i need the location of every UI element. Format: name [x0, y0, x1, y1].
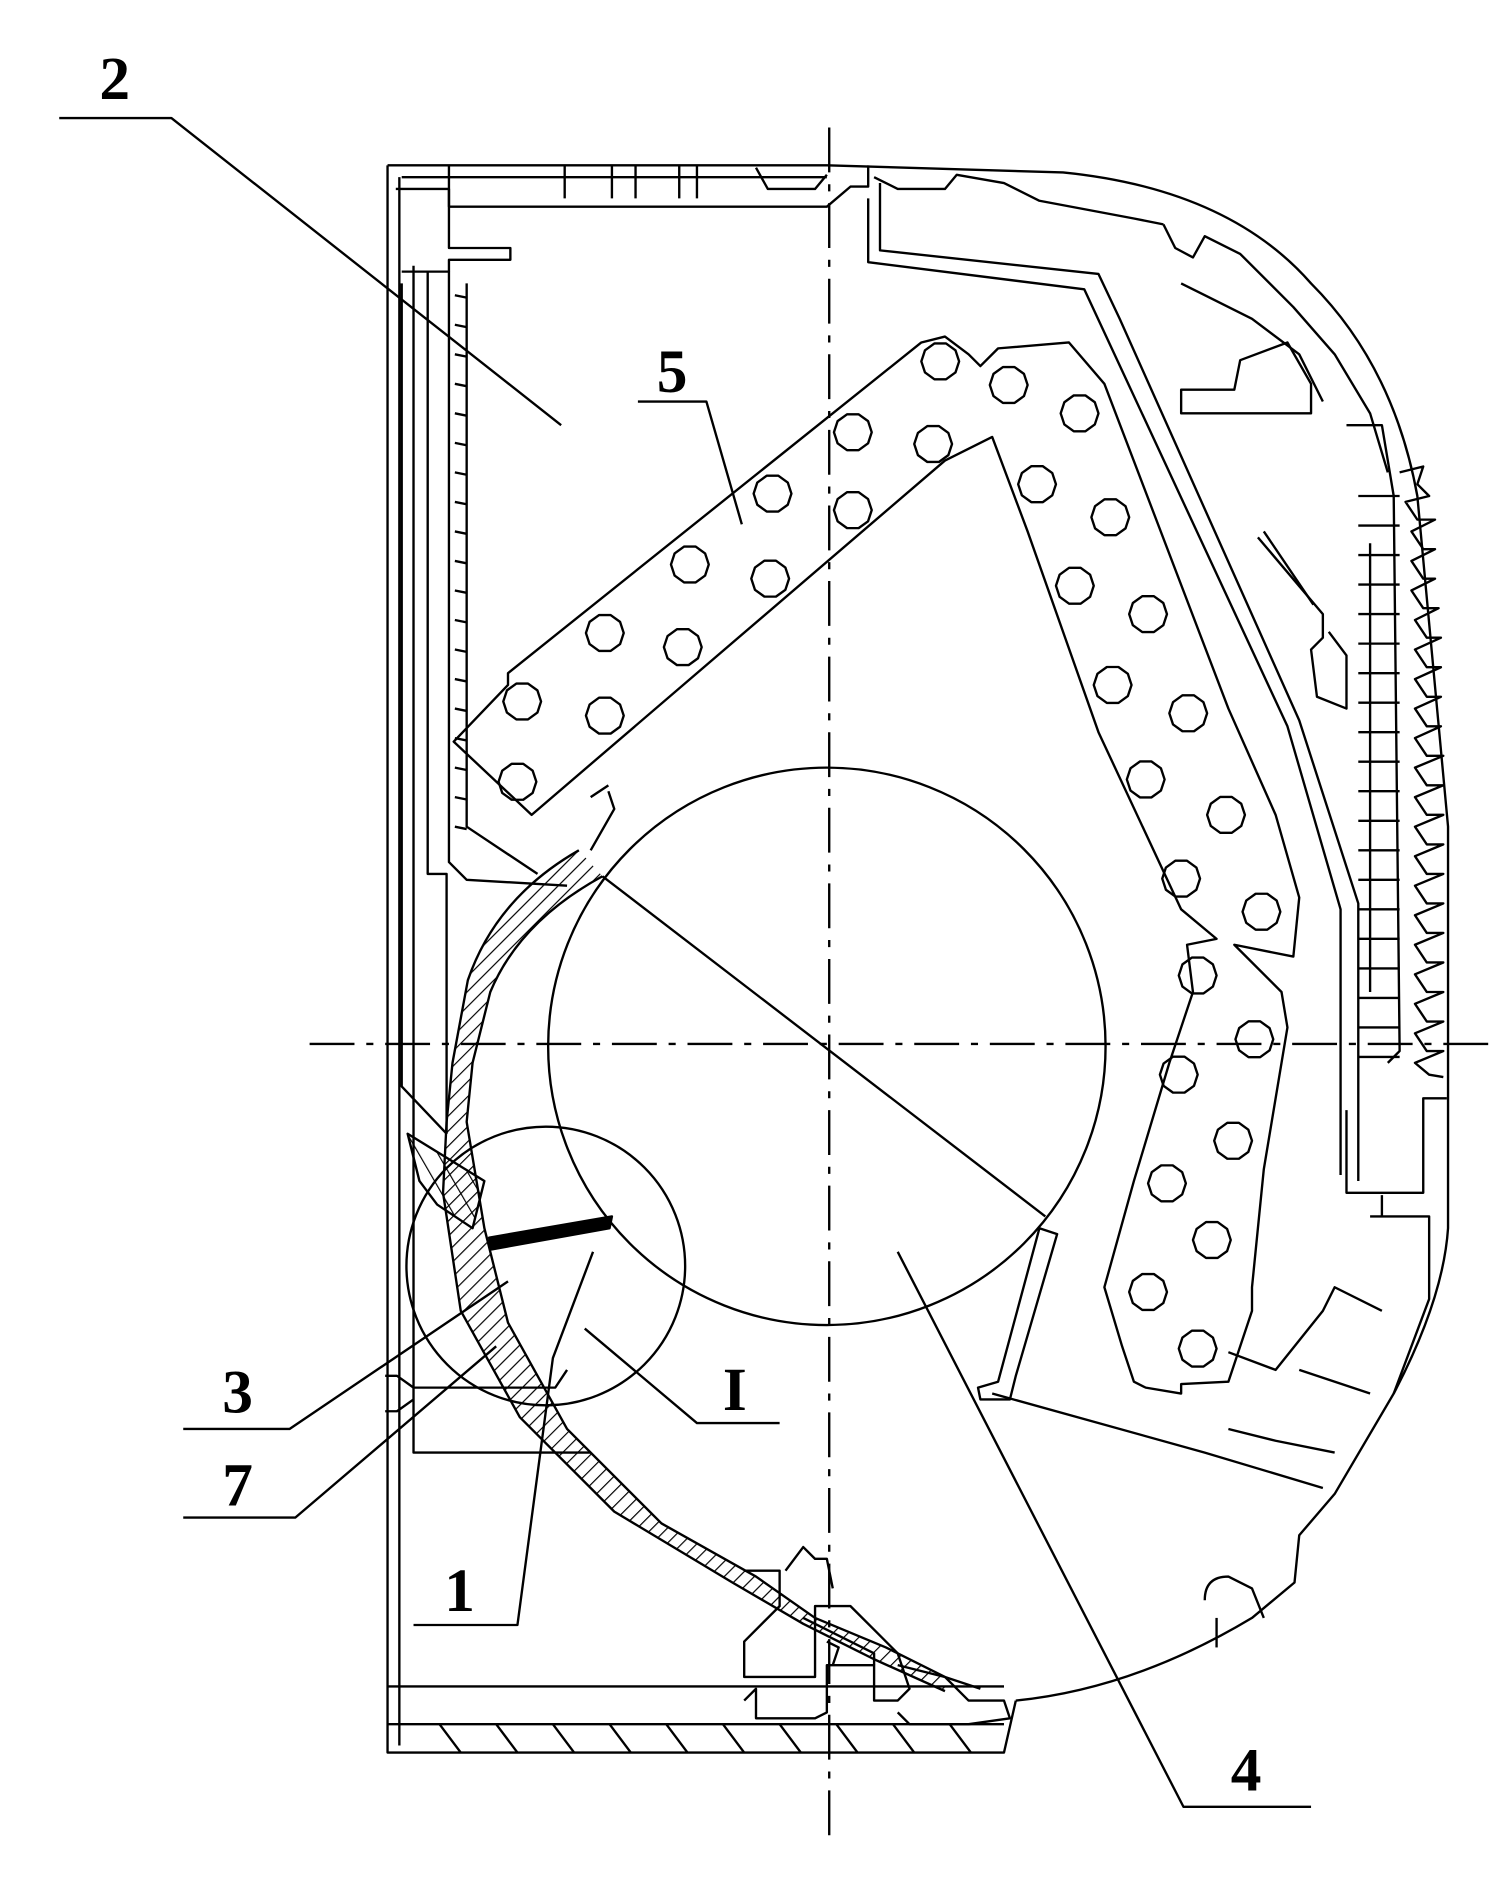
- center-lines: [309, 127, 1501, 1838]
- tube-13: [1128, 594, 1169, 634]
- rear-panel: [385, 187, 591, 1454]
- tube-24: [1241, 892, 1282, 931]
- label-3: 3: [222, 1358, 253, 1426]
- tube-4: [832, 413, 873, 452]
- label-4: 4: [1231, 1736, 1262, 1804]
- tube-19: [584, 696, 625, 735]
- tube-25: [1177, 956, 1218, 995]
- tube-32: [1177, 1329, 1218, 1368]
- heat-exchanger: [452, 335, 1301, 1395]
- tube-18: [502, 682, 543, 721]
- tube-27: [1158, 1055, 1199, 1094]
- tube-12: [1054, 566, 1095, 605]
- tube-16: [1092, 665, 1133, 705]
- label-I: I: [723, 1356, 747, 1424]
- tube-2: [988, 365, 1029, 405]
- label-5: 5: [657, 338, 688, 406]
- tube-20: [1125, 760, 1166, 799]
- tube-23: [1161, 859, 1202, 898]
- refrigerant-tubes: [497, 342, 1282, 1368]
- tube-15: [662, 628, 703, 667]
- tube-31: [1128, 1272, 1169, 1312]
- tube-10: [669, 545, 710, 584]
- tube-14: [584, 613, 625, 653]
- label-2: 2: [99, 45, 130, 113]
- tube-26: [1234, 1020, 1275, 1059]
- tongue: [976, 1227, 1383, 1490]
- tube-3: [1059, 394, 1100, 433]
- tube-28: [1213, 1121, 1254, 1160]
- tube-29: [1146, 1164, 1188, 1203]
- tube-30: [1191, 1220, 1232, 1260]
- tube-7: [832, 491, 873, 530]
- leader-lines: [59, 116, 1312, 1809]
- tube-8: [1016, 465, 1058, 504]
- label-7: 7: [222, 1452, 253, 1520]
- tube-17: [1168, 694, 1209, 733]
- tube-22: [497, 762, 538, 801]
- tube-9: [1090, 498, 1131, 537]
- tube-21: [1205, 795, 1247, 834]
- tube-5: [913, 424, 954, 464]
- tube-6: [752, 474, 793, 513]
- cross-flow-fan: [546, 766, 1107, 1327]
- tube-11: [750, 559, 791, 598]
- tube-1: [920, 342, 961, 381]
- element-1-band: [487, 1215, 614, 1251]
- outlet-structure: [743, 1545, 1012, 1726]
- label-1: 1: [444, 1557, 475, 1625]
- volute-scroll: [406, 849, 981, 1693]
- outer-housing: [386, 164, 1450, 1754]
- part-labels: 2 5 3 7 1 I 4: [99, 45, 1261, 1804]
